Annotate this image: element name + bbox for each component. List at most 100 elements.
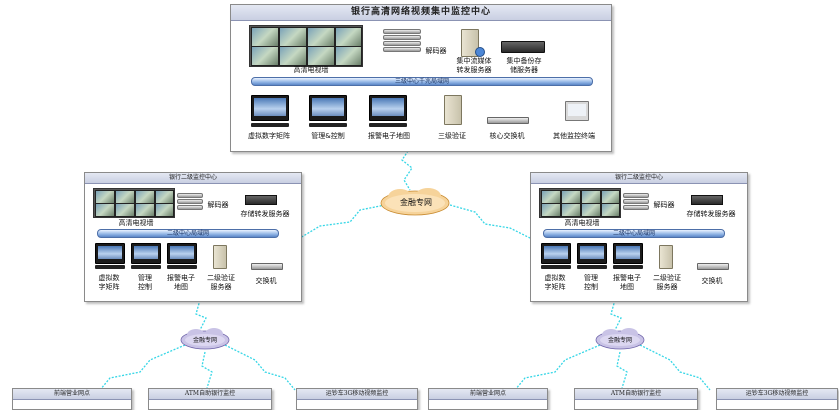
right-storage-icon <box>691 195 723 205</box>
keyboard-icon <box>613 265 643 269</box>
link-right-b2 <box>616 351 628 389</box>
link-top-main <box>401 147 413 191</box>
core-switch-label: 核心交换机 <box>489 132 525 140</box>
keyboard-icon <box>167 265 197 269</box>
keyboard-icon <box>309 123 347 127</box>
left-vm-label-2: 字矩阵 <box>98 283 120 291</box>
link-left-b3 <box>224 344 296 391</box>
right-mgmt-label-1: 管理 <box>584 274 598 282</box>
bottom-left-branch: 前端营业网点 <box>12 388 132 410</box>
right-video-wall-label: 高清电视墙 <box>564 219 600 227</box>
left-switch-icon <box>251 263 283 270</box>
left-alarm-label-1: 报警电子 <box>167 274 195 282</box>
keyboard-icon <box>251 123 289 127</box>
management-monitor <box>309 95 347 121</box>
stream-server-label-2: 转发服务器 <box>456 66 492 74</box>
left-decoder-icon <box>177 193 203 217</box>
alarm-map-monitor <box>369 95 407 121</box>
right-alarm-monitor <box>613 243 643 264</box>
decoder-label: 解码器 <box>425 47 447 55</box>
right-decoder-label: 解码器 <box>653 201 675 209</box>
top-monitoring-center: 银行高清网络视频集中监控中心 高清电视墙 解码器 集中流媒体 转发服务器 集中备… <box>230 4 612 152</box>
virtual-matrix-monitor <box>251 95 289 121</box>
keyboard-icon <box>95 265 125 269</box>
right-alarm-label-1: 报警电子 <box>613 274 641 282</box>
right-center-title: 银行二级监控中心 <box>531 173 747 184</box>
link-left-cloud <box>195 299 207 331</box>
network-links <box>99 147 711 391</box>
bottom-left-cashvan: 运钞车3G移动视频监控 <box>296 388 418 410</box>
left-auth-label-1: 二级验证 <box>207 274 235 282</box>
stream-server-icon <box>461 29 479 57</box>
right-switch-icon <box>697 263 729 270</box>
keyboard-icon <box>131 265 161 269</box>
hd-video-wall-label: 高清电视墙 <box>293 66 329 74</box>
stream-server-label-1: 集中流媒体 <box>456 57 492 65</box>
backup-storage-label-1: 集中备份存 <box>506 57 542 65</box>
link-right-b1 <box>514 344 601 391</box>
network-main-label: 金融专网 <box>400 198 432 207</box>
backup-storage-label-2: 储服务器 <box>510 66 538 74</box>
left-video-wall-label: 高清电视墙 <box>118 219 154 227</box>
network-left-label: 金融专网 <box>192 337 217 344</box>
bottom-right-branch-title: 前端营业网点 <box>429 389 547 400</box>
link-main-left <box>299 204 386 239</box>
left-mgmt-label-1: 管理 <box>138 274 152 282</box>
right-auth-label-1: 二级验证 <box>653 274 681 282</box>
auth3-label: 三级验证 <box>438 132 466 140</box>
link-right-cloud <box>610 299 622 331</box>
left-auth-server-icon <box>213 245 227 269</box>
globe-icon <box>475 47 485 57</box>
auth-server-icon <box>444 95 462 125</box>
cloud-right <box>595 328 645 350</box>
lan-backbone: 三级中心千兆局域网 <box>251 77 593 86</box>
other-terminal-icon <box>565 101 589 121</box>
right-mgmt-label-2: 控制 <box>584 283 598 291</box>
left-alarm-label-2: 地图 <box>174 283 188 291</box>
bottom-left-cashvan-title: 运钞车3G移动视频监控 <box>297 389 417 400</box>
management-label: 管理&控制 <box>311 132 345 140</box>
link-left-b2 <box>201 351 213 389</box>
network-right-label: 金融专网 <box>607 337 632 344</box>
right-mgmt-monitor <box>577 243 607 264</box>
bottom-right-atm: ATM自助银行监控 <box>574 388 698 410</box>
core-switch-icon <box>487 117 529 124</box>
keyboard-icon <box>369 123 407 127</box>
left-auth-label-2: 服务器 <box>210 283 232 291</box>
left-alarm-monitor <box>167 243 197 264</box>
left-decoder-label: 解码器 <box>207 201 229 209</box>
decoder-icon <box>383 29 421 59</box>
right-lan: 二级中心局域网 <box>543 229 725 238</box>
right-storage-label: 存储转发服务器 <box>686 210 736 218</box>
right-vm-label-1: 虚拟数 <box>544 274 566 282</box>
bottom-left-atm-title: ATM自助银行监控 <box>149 389 271 400</box>
right-vm-monitor <box>541 243 571 264</box>
left-switch-label: 交换机 <box>255 277 277 285</box>
left-mgmt-monitor <box>131 243 161 264</box>
bottom-right-cashvan-title: 运钞车3G移动视频监控 <box>717 389 837 400</box>
left-video-wall <box>93 188 175 218</box>
left-secondary-center: 银行二级监控中心 高清电视墙 解码器 存储转发服务器 二级中心局域网 虚拟数 字… <box>84 172 302 302</box>
other-terminal-label: 其他监控终端 <box>553 132 595 140</box>
backup-storage-icon <box>501 41 545 53</box>
left-storage-label: 存储转发服务器 <box>240 210 290 218</box>
link-left-b1 <box>99 344 186 391</box>
left-vm-label-1: 虚拟数 <box>98 274 120 282</box>
bottom-right-branch: 前端营业网点 <box>428 388 548 410</box>
right-alarm-label-2: 地图 <box>620 283 634 291</box>
virtual-matrix-label: 虚拟数字矩阵 <box>248 132 290 140</box>
alarm-map-label: 报警电子地图 <box>368 132 410 140</box>
keyboard-icon <box>577 265 607 269</box>
left-center-title: 银行二级监控中心 <box>85 173 301 184</box>
bottom-right-cashvan: 运钞车3G移动视频监控 <box>716 388 838 410</box>
right-vm-label-2: 字矩阵 <box>544 283 566 291</box>
left-mgmt-label-2: 控制 <box>138 283 152 291</box>
bottom-right-atm-title: ATM自助银行监控 <box>575 389 697 400</box>
hd-video-wall <box>249 25 363 67</box>
cloud-left <box>180 328 230 350</box>
right-secondary-center: 银行二级监控中心 高清电视墙 解码器 存储转发服务器 二级中心局域网 虚拟数 字… <box>530 172 748 302</box>
top-center-title: 银行高清网络视频集中监控中心 <box>231 5 611 21</box>
right-auth-label-2: 服务器 <box>656 283 678 291</box>
link-main-right <box>449 204 531 239</box>
right-decoder-icon <box>623 193 649 217</box>
